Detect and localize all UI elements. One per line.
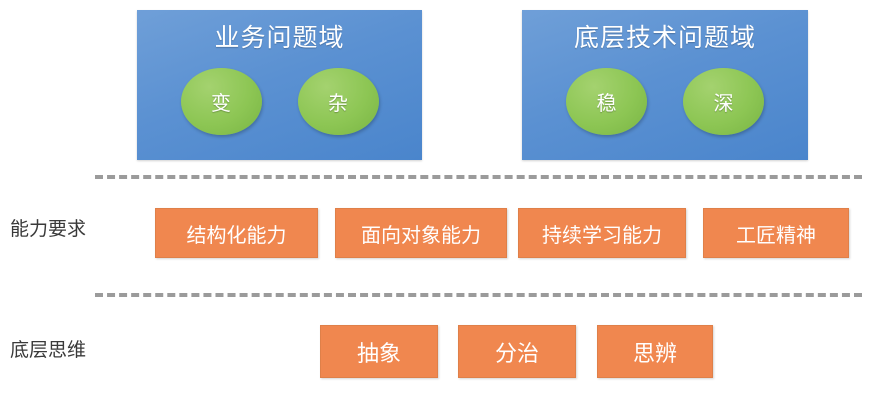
domain-bubble: 深 [683, 68, 764, 135]
domain-panel-technology: 底层技术问题域 稳 深 [522, 10, 808, 160]
row-label-thinking: 底层思维 [10, 340, 87, 361]
ability-chip[interactable]: 结构化能力 [155, 208, 318, 258]
domain-title: 业务问题域 [214, 24, 345, 52]
section-divider [95, 175, 862, 179]
bubble-row: 稳 深 [522, 68, 808, 135]
section-divider [95, 293, 862, 297]
domain-bubble: 杂 [297, 68, 379, 135]
domain-bubble: 稳 [566, 68, 647, 135]
domain-title: 底层技术问题域 [573, 24, 756, 52]
thinking-chip[interactable]: 抽象 [320, 325, 438, 378]
thinking-chip[interactable]: 分治 [458, 325, 576, 378]
domain-bubble: 变 [180, 68, 262, 135]
ability-chip[interactable]: 面向对象能力 [335, 208, 507, 258]
ability-chip[interactable]: 持续学习能力 [518, 208, 686, 258]
thinking-chip[interactable]: 思辨 [597, 325, 713, 378]
domain-panel-business: 业务问题域 变 杂 [137, 10, 422, 160]
row-label-ability: 能力要求 [10, 219, 87, 240]
bubble-row: 变 杂 [137, 68, 422, 135]
ability-chip[interactable]: 工匠精神 [703, 208, 849, 258]
